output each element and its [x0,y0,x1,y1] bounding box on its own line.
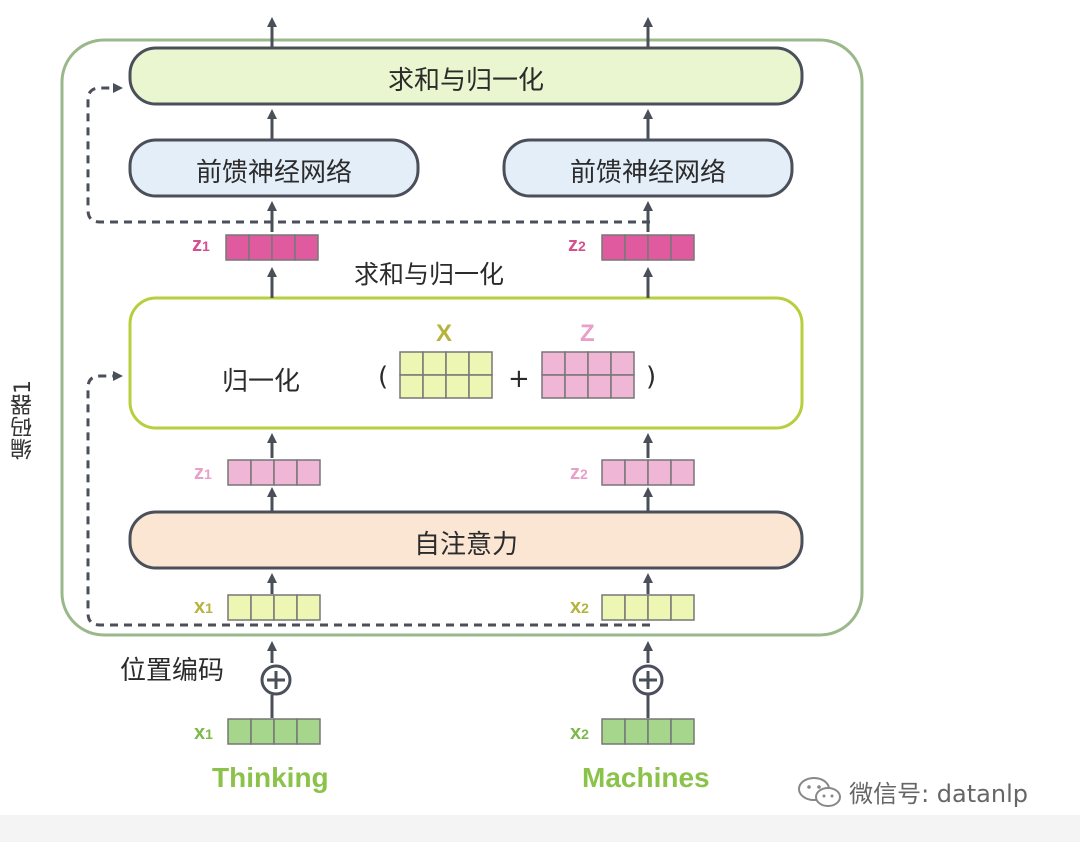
matrix-x-cell [468,351,493,376]
arrows [267,17,653,718]
x2-enc-vector-cell [670,594,695,621]
self-attention-label: 自注意力 [413,530,518,560]
close-paren: ) [646,362,657,392]
add-norm-top-box [128,46,804,106]
word-thinking: Thinking [212,762,329,793]
pe-plus-left-icon [260,664,292,696]
wechat-watermark: 微信号: datanlp [796,774,1028,809]
ffn-left-box [128,138,420,198]
z1-top-vector-cell [225,234,250,261]
positional-encoding-label: 位置编码 [120,656,225,686]
z2-mid-vector-cell [647,459,672,486]
z1-top-vector-cell [248,234,273,261]
ffn-right-label: 前馈神经网络 [569,158,726,188]
x1-enc-vector [227,594,321,621]
add-norm-top-label: 求和与归一化 [387,66,544,96]
word-machines: Machines [582,762,710,793]
x2-input-label: x2 [570,722,589,744]
z1-top-vector-cell [294,234,319,261]
x1-input-vector-cell [296,718,321,745]
z2-mid-vector-cell [624,459,649,486]
footer-strip [0,815,1080,842]
z2-top-vector [601,234,695,261]
z2-mid-label: z2 [570,462,588,484]
x1-enc-vector-cell [296,594,321,621]
x2-input-vector-cell [624,718,649,745]
x1-enc-vector-cell [227,594,252,621]
matrix-z-label: Z [580,320,595,347]
z1-top-vector-cell [271,234,296,261]
x2-enc-vector [601,594,695,621]
matrix-x [399,351,493,399]
matrix-x-cell [399,374,424,399]
x1-input-vector-cell [227,718,252,745]
z2-top-vector-cell [670,234,695,261]
x1-input-label: x1 [194,722,213,744]
matrix-x-cell [468,374,493,399]
ffn-left-label: 前馈神经网络 [195,158,352,188]
z1-top-label: z1 [192,234,210,256]
pe-plus-right-icon [632,664,664,696]
z2-mid-vector [601,459,695,486]
x2-enc-vector-cell [601,594,626,621]
x2-input-vector [601,718,695,745]
z2-mid-vector-cell [670,459,695,486]
matrix-z-cell [564,374,589,399]
self-attention-box [128,510,804,570]
z2-top-label: z2 [568,234,586,256]
residual-path-top [86,83,650,224]
z2-mid-vector-cell [601,459,626,486]
x2-enc-vector-cell [647,594,672,621]
x1-input-vector-cell [250,718,275,745]
z1-mid-vector-cell [250,459,275,486]
encoder-label: 编码器1 [11,380,36,460]
matrix-x-cell [422,351,447,376]
wechat-icon [798,776,841,807]
open-paren: ( [378,362,389,392]
matrix-z-cell [541,351,566,376]
x2-input-vector-cell [601,718,626,745]
matrix-x-label: X [436,320,453,347]
matrix-z [541,351,635,399]
x1-input-vector-cell [273,718,298,745]
add-norm-caption: 求和与归一化 [354,260,505,289]
norm-label: 归一化 [222,367,301,397]
x2-enc-vector-cell [624,594,649,621]
encoder-frame [60,38,864,637]
matrix-z-cell [564,351,589,376]
x2-input-vector-cell [670,718,695,745]
matrix-z-cell [587,374,612,399]
vector-cells [225,234,695,745]
z1-mid-vector-cell [227,459,252,486]
z1-mid-vector-cell [296,459,321,486]
matrix-z-cell [610,351,635,376]
matrix-x-cell [445,351,470,376]
z1-mid-vector-cell [273,459,298,486]
plus-sign: + [508,364,530,394]
x2-enc-label: x2 [570,596,589,618]
z1-mid-vector [227,459,321,486]
matrix-x-cell [422,374,447,399]
matrix-x-cell [399,351,424,376]
x1-enc-vector-cell [273,594,298,621]
x1-input-vector [227,718,321,745]
matrix-z-cell [610,374,635,399]
z2-top-vector-cell [624,234,649,261]
x1-enc-label: x1 [194,596,213,618]
x2-input-vector-cell [647,718,672,745]
z1-mid-label: z1 [194,462,212,484]
x1-enc-vector-cell [250,594,275,621]
matrix-x-cell [445,374,470,399]
watermark-text: 微信号: datanlp [849,780,1028,808]
matrix-z-cell [587,351,612,376]
z2-top-vector-cell [601,234,626,261]
matrix-z-cell [541,374,566,399]
z2-top-vector-cell [647,234,672,261]
z1-top-vector [225,234,319,261]
